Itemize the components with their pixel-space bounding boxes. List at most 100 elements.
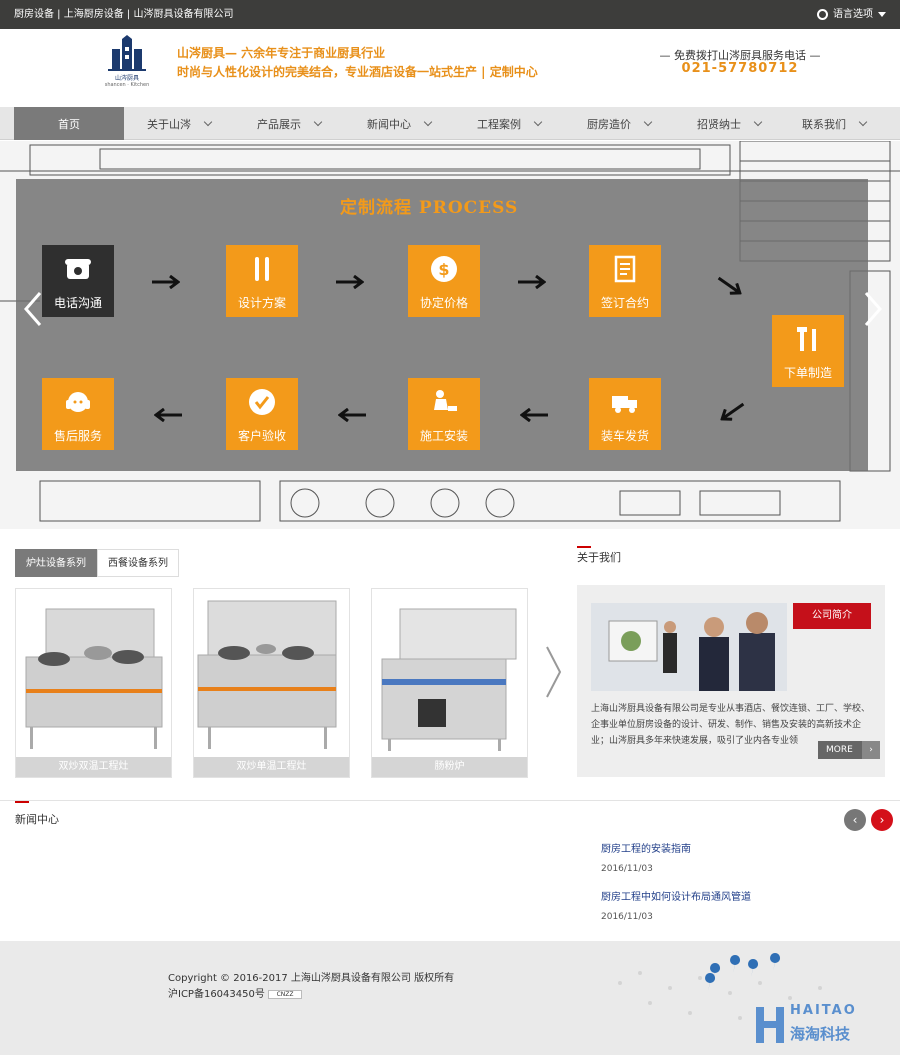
product-tabs: 炉灶设备系列 西餐设备系列 (15, 549, 179, 577)
nav-label: 工程案例 (477, 117, 521, 131)
arrow-down-left-icon (720, 402, 745, 421)
news-item[interactable]: 厨房工程中如何设计布局通风管道 2016/11/03 (601, 888, 861, 922)
hotline-number[interactable]: 021-57780712 (681, 61, 799, 76)
nav-item-jobs[interactable]: 招贤纳士 (674, 107, 784, 140)
dollar-icon: $ (431, 256, 457, 282)
news-prev-button[interactable]: ‹ (844, 809, 866, 831)
haitao-h-icon (756, 1007, 784, 1043)
svg-text:$: $ (438, 260, 449, 279)
document-icon (614, 255, 636, 283)
nav-item-home[interactable]: 首页 (14, 107, 124, 140)
tab-western[interactable]: 西餐设备系列 (97, 549, 179, 577)
arrow-right-icon (518, 275, 546, 289)
product-image (25, 608, 163, 749)
news-next-button[interactable]: › (871, 809, 893, 831)
logo-subtitle: shancen · Kitchen (104, 82, 150, 88)
slogan-line-2: 时尚与人性化设计的完美结合，专业酒店设备一站式生产 | 定制中心 (177, 65, 538, 79)
arrow-right-icon (336, 275, 364, 289)
logo-building-icon (108, 35, 146, 71)
product-image (381, 608, 517, 751)
nav-label: 关于山涔 (147, 117, 191, 131)
nav-label: 首页 (58, 117, 80, 131)
chevron-right-icon: › (879, 813, 885, 827)
step-acceptance: 客户验收 (226, 378, 298, 450)
news-title[interactable]: 厨房工程的安装指南 (601, 844, 691, 855)
nav-item-news[interactable]: 新闻中心 (344, 107, 454, 140)
nav-label: 新闻中心 (367, 117, 411, 131)
about-image (591, 603, 787, 691)
cnzz-badge[interactable]: CNZZ (268, 989, 303, 999)
product-caption: 双炒单温工程灶 (194, 757, 349, 777)
step-label: 装车发货 (600, 429, 649, 443)
chevron-down-icon (643, 117, 653, 127)
product-card[interactable]: 双炒单温工程灶 (193, 588, 350, 778)
chevron-down-icon (423, 117, 433, 127)
product-card[interactable]: 双炒双温工程灶 (15, 588, 172, 778)
chevron-down-icon (858, 117, 868, 127)
product-caption: 肠粉炉 (372, 757, 527, 777)
hotline-label: — 免费拨打山涔厨具服务电话 — (659, 49, 821, 62)
worker-icon (434, 390, 457, 411)
nav-item-cases[interactable]: 工程案例 (454, 107, 564, 140)
nav-label: 联系我们 (802, 117, 846, 131)
step-label: 下单制造 (783, 366, 832, 380)
icp-number[interactable]: 沪ICP备16043450号 (168, 989, 265, 1000)
process-title: 定制流程 PROCESS (340, 198, 519, 218)
icp-line: 沪ICP备16043450号 CNZZ (168, 985, 303, 1000)
news-title[interactable]: 厨房工程中如何设计布局通风管道 (601, 892, 751, 903)
step-label: 设计方案 (237, 296, 286, 310)
product-image (197, 600, 337, 749)
arrow-right-icon (152, 275, 180, 289)
section-divider (0, 800, 900, 801)
globe-icon (817, 9, 828, 20)
step-label: 客户验收 (237, 429, 286, 443)
chevron-down-icon (753, 117, 763, 127)
more-button[interactable]: MORE › (818, 741, 880, 759)
step-design: 设计方案 (226, 245, 298, 317)
site-logo[interactable]: 山涔厨具 shancen · Kitchen (104, 35, 150, 91)
top-bar: 厨房设备 | 上海厨房设备 | 山涔厨具设备有限公司 语言选项 (0, 0, 900, 29)
news-item[interactable]: 厨房工程的安装指南 2016/11/03 (601, 840, 861, 874)
news-date: 2016/11/03 (601, 912, 653, 922)
news-heading: 新闻中心 (15, 801, 59, 826)
nav-label: 产品展示 (257, 117, 301, 131)
arrow-left-icon (520, 408, 548, 422)
step-label: 电话沟通 (53, 296, 102, 310)
slogan-line-1: 山涔厨具— 六余年专注于商业厨具行业 (177, 46, 386, 60)
chevron-down-icon (203, 117, 213, 127)
step-manufacture: 下单制造 (772, 315, 844, 387)
language-selector[interactable]: 语言选项 (817, 0, 886, 29)
language-label: 语言选项 (833, 9, 873, 20)
headset-icon (66, 392, 90, 412)
arrow-down-right-icon (717, 276, 742, 295)
chevron-left-icon[interactable] (24, 291, 42, 327)
more-label: MORE (826, 745, 853, 755)
arrow-left-icon (338, 408, 366, 422)
step-label: 施工安装 (419, 429, 468, 443)
header: 山涔厨具 shancen · Kitchen 山涔厨具— 六余年专注于商业厨具行… (0, 29, 900, 107)
world-map-background (618, 953, 822, 1025)
product-card[interactable]: 肠粉炉 (371, 588, 528, 778)
chevron-right-icon[interactable] (543, 645, 563, 699)
chevron-left-icon: ‹ (852, 813, 858, 827)
chevron-right-icon: › (862, 741, 880, 759)
nav-label: 招贤纳士 (697, 117, 741, 131)
nav-item-about[interactable]: 关于山涔 (124, 107, 234, 140)
nav-item-cost[interactable]: 厨房造价 (564, 107, 674, 140)
hammer-icon (797, 327, 816, 351)
nav-item-products[interactable]: 产品展示 (234, 107, 344, 140)
tab-stove[interactable]: 炉灶设备系列 (15, 549, 97, 577)
haitao-logo[interactable]: HAITAO 海淘科技 (754, 1003, 870, 1047)
chevron-right-icon[interactable] (864, 291, 882, 327)
company-intro-badge[interactable]: 公司简介 (793, 603, 871, 629)
step-install: 施工安装 (408, 378, 480, 450)
checkmark-icon (249, 389, 275, 415)
arrow-left-icon (154, 408, 182, 422)
nav-label: 厨房造价 (587, 117, 631, 131)
about-heading: 关于我们 (577, 546, 621, 564)
top-links[interactable]: 厨房设备 | 上海厨房设备 | 山涔厨具设备有限公司 (14, 9, 234, 20)
step-contract: 签订合约 (589, 245, 661, 317)
step-label: 协定价格 (419, 296, 468, 310)
about-text: 上海山涔厨具设备有限公司是专业从事酒店、餐饮连锁、工厂、学校、企事业单位厨房设备… (591, 704, 871, 746)
nav-item-contact[interactable]: 联系我们 (784, 107, 884, 140)
